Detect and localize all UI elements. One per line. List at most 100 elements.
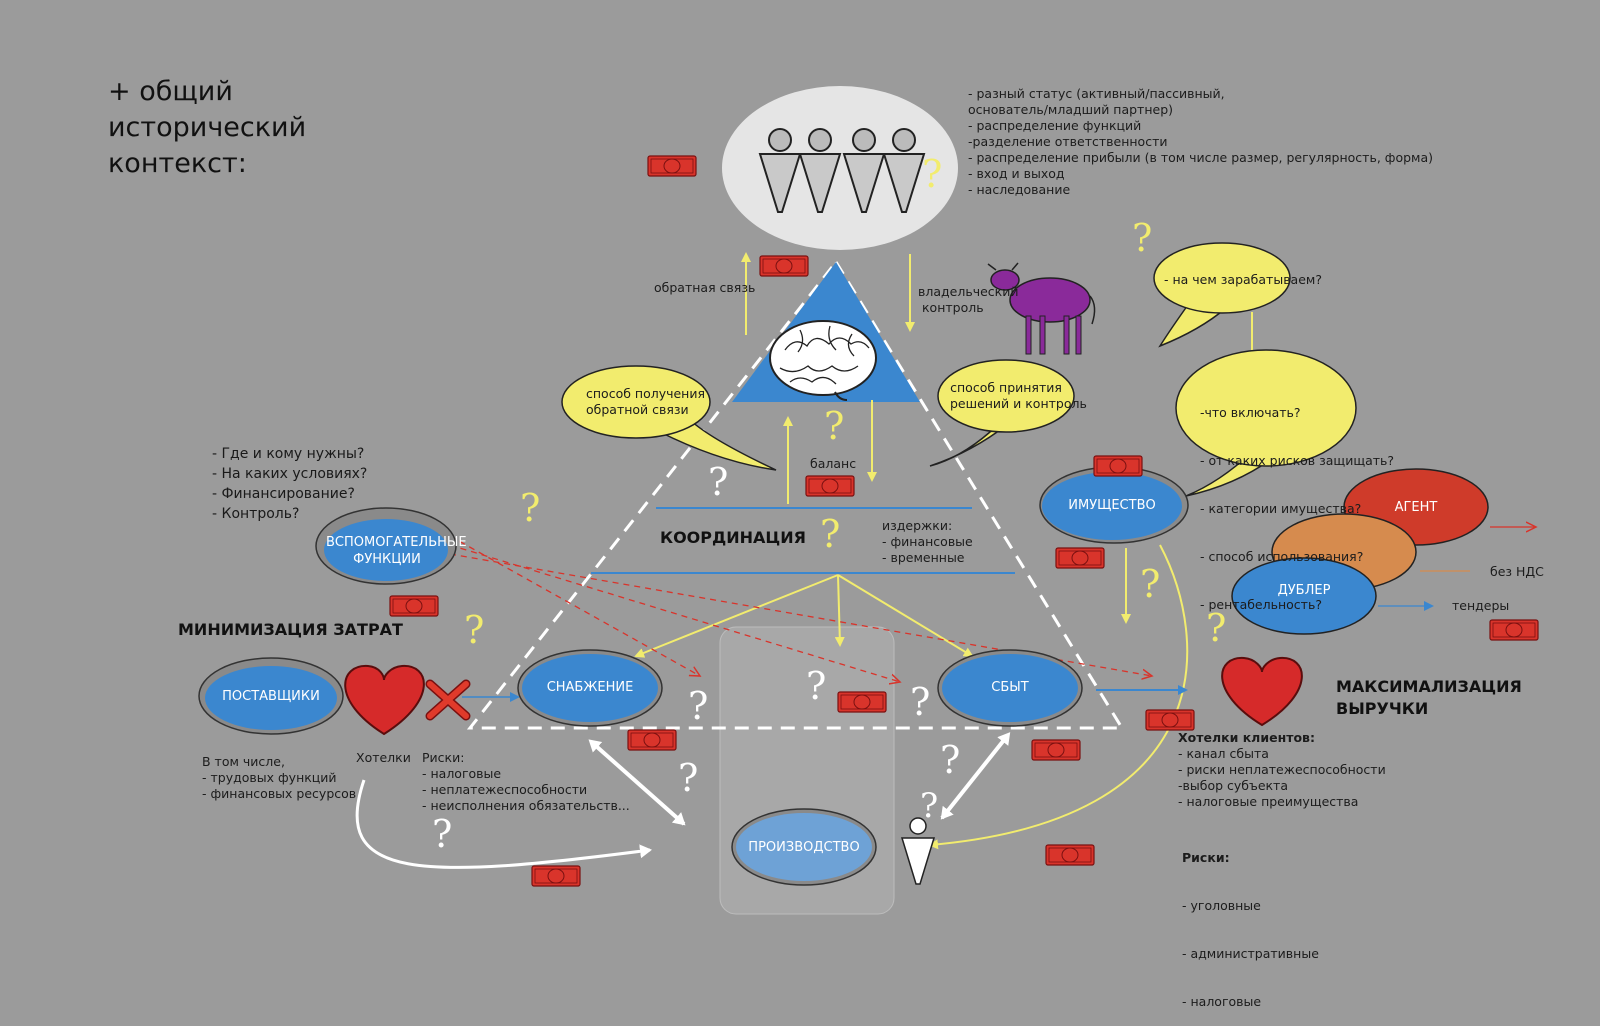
- aux-question: - На каких условиях?: [212, 466, 368, 482]
- owners-note: - наследование: [968, 182, 1071, 197]
- context-title-line: исторический: [108, 112, 307, 143]
- client-wish: - налоговые преимущества: [1178, 794, 1359, 809]
- heart-icon-left: [344, 664, 425, 736]
- aux-question: - Финансирование?: [212, 486, 355, 502]
- owners-note: - разный статус (активный/пассивный,: [968, 86, 1225, 101]
- question-icon: ?: [520, 486, 541, 530]
- heart-icon-right: [1221, 656, 1303, 727]
- question-icon: ?: [432, 812, 453, 856]
- suppliers-note: В том числе,: [202, 754, 285, 769]
- property-question-bubble: [1175, 349, 1357, 467]
- node-label-line: ФУНКЦИИ: [353, 552, 421, 567]
- owners-note: -разделение ответственности: [968, 134, 1168, 149]
- sales-risks: Риски: - уголовные - административные - …: [1182, 818, 1319, 1026]
- sales-risk: Риски:: [1182, 850, 1230, 865]
- costs-label: издержки: - финансовые - временные: [882, 518, 973, 566]
- sales-node[interactable]: СБЫТ: [991, 680, 1029, 695]
- supply-risk: - неплатежеспособности: [422, 782, 588, 797]
- bubble-line: -что включать?: [1200, 405, 1301, 420]
- bubble-line: - рентабельность?: [1200, 597, 1322, 612]
- people-icon: [758, 128, 926, 213]
- question-icon: ?: [1206, 606, 1227, 650]
- agent-node[interactable]: АГЕНТ: [1394, 500, 1438, 515]
- supply-risk: Риски:: [422, 750, 465, 765]
- question-icon: ?: [940, 738, 961, 782]
- context-title: + общий исторический контекст:: [108, 74, 306, 182]
- question-icon: ?: [910, 680, 931, 724]
- feedback-label: обратная связь: [654, 280, 756, 295]
- costs-line: издержки:: [882, 518, 953, 533]
- bubble-line: решений и контроль: [950, 396, 1087, 411]
- supply-risk: - налоговые: [422, 766, 502, 781]
- question-icon: ?: [708, 460, 729, 504]
- client-wishes: Хотелки клиентов: - канал сбыта - риски …: [1178, 730, 1386, 810]
- coord-to-supply-arrow: [634, 574, 839, 658]
- revenue-maximization-heading: МАКСИМАЛИЗАЦИЯ ВЫРУЧКИ: [1336, 676, 1522, 720]
- aux-questions: - Где и кому нужны? - На каких условиях?…: [212, 444, 367, 524]
- aux-functions-node[interactable]: ВСПОМОГАТЕЛЬНЫЕ ФУНКЦИИ: [326, 534, 467, 568]
- client-wish: - риски неплатежеспособности: [1178, 762, 1386, 777]
- question-icon: ?: [920, 786, 939, 826]
- sales-risk: - административные: [1182, 946, 1319, 961]
- question-icon: ?: [1140, 562, 1161, 606]
- production-node[interactable]: ПРОИЗВОДСТВО: [748, 840, 860, 855]
- aux-question: - Где и кому нужны?: [212, 446, 365, 462]
- suppliers-node[interactable]: ПОСТАВЩИКИ: [222, 689, 320, 704]
- suppliers-notes: В том числе, - трудовых функций - финанс…: [202, 754, 356, 802]
- question-icon: ?: [820, 512, 841, 556]
- earn-bubble: [1153, 242, 1291, 314]
- sales-risk: - налоговые: [1182, 994, 1262, 1009]
- coord-to-sales-arrow: [837, 574, 974, 658]
- aux-to-supply-arrow: [449, 535, 700, 676]
- costs-line: - временные: [882, 550, 965, 565]
- diagram-canvas: [198, 86, 1539, 915]
- owner-control-label: владельческий контроль: [918, 284, 1018, 316]
- client-wish: Хотелки клиентов:: [1178, 730, 1315, 745]
- brain-icon: [769, 320, 877, 401]
- bubble-line: - категории имущества?: [1200, 501, 1362, 516]
- owners-note: - распределение прибыли (в том числе раз…: [968, 150, 1434, 165]
- coordination-triangle: [466, 259, 1125, 730]
- coordination-label: КООРДИНАЦИЯ: [660, 528, 806, 547]
- cost-minimization-heading: МИНИМИЗАЦИЯ ЗАТРАТ: [178, 620, 403, 639]
- heading-line: ВЫРУЧКИ: [1336, 699, 1429, 718]
- bubble-line: - способ использования?: [1200, 549, 1364, 564]
- client-wish: -выбор субъекта: [1178, 778, 1289, 793]
- question-icon: ?: [688, 684, 709, 728]
- aux-to-client-arrow: [449, 553, 1152, 676]
- diagram-stage: ? ? ? ? ? ? ? ? ? ? ? ? ? ? ? ? + общий …: [108, 74, 1544, 1009]
- suppliers-note: - финансовых ресурсов: [202, 786, 357, 801]
- balance-label: баланс: [810, 456, 857, 471]
- question-icon: ?: [806, 664, 827, 708]
- question-icon: ?: [824, 404, 845, 448]
- sales-person-arrow: [940, 732, 1011, 820]
- dubler-node[interactable]: ДУБЛЕР: [1277, 583, 1331, 598]
- aux-question: - Контроль?: [212, 506, 300, 522]
- wishes-curve-arrow: [355, 779, 652, 869]
- context-title-line: + общий: [108, 76, 233, 107]
- no-vat-label: без НДС: [1490, 564, 1544, 579]
- owners-note: основатель/младший партнер): [968, 102, 1174, 117]
- decision-bubble: [937, 359, 1075, 433]
- property-bubble-text: -что включать? - от каких рисков защищат…: [1200, 373, 1394, 629]
- property-node[interactable]: ИМУЩЕСТВО: [1068, 498, 1156, 513]
- owners-note: - вход и выход: [968, 166, 1065, 181]
- cross-icon: [425, 679, 471, 721]
- owner-control-line: владельческий: [918, 284, 1019, 299]
- node-shapes: [198, 466, 1377, 886]
- person-icon: [900, 817, 936, 885]
- owner-control-line: контроль: [922, 300, 984, 315]
- supply-node[interactable]: СНАБЖЕНИЕ: [546, 680, 634, 695]
- question-icon: ?: [1132, 216, 1153, 260]
- supply-production-arrow: [588, 739, 686, 826]
- coord-to-production-arrow: [834, 574, 845, 647]
- heading-line: МАКСИМАЛИЗАЦИЯ: [1336, 677, 1522, 696]
- bubble-line: способ получения: [586, 386, 705, 401]
- owners-note: - распределение функций: [968, 118, 1142, 133]
- question-icon: ?: [464, 608, 485, 652]
- cow-icon: [987, 262, 1096, 355]
- feedback-bubble-text: способ получения обратной связи: [586, 386, 705, 418]
- client-wish: - канал сбыта: [1178, 746, 1269, 761]
- sales-risk: - уголовные: [1182, 898, 1261, 913]
- question-icon: ?: [678, 756, 699, 800]
